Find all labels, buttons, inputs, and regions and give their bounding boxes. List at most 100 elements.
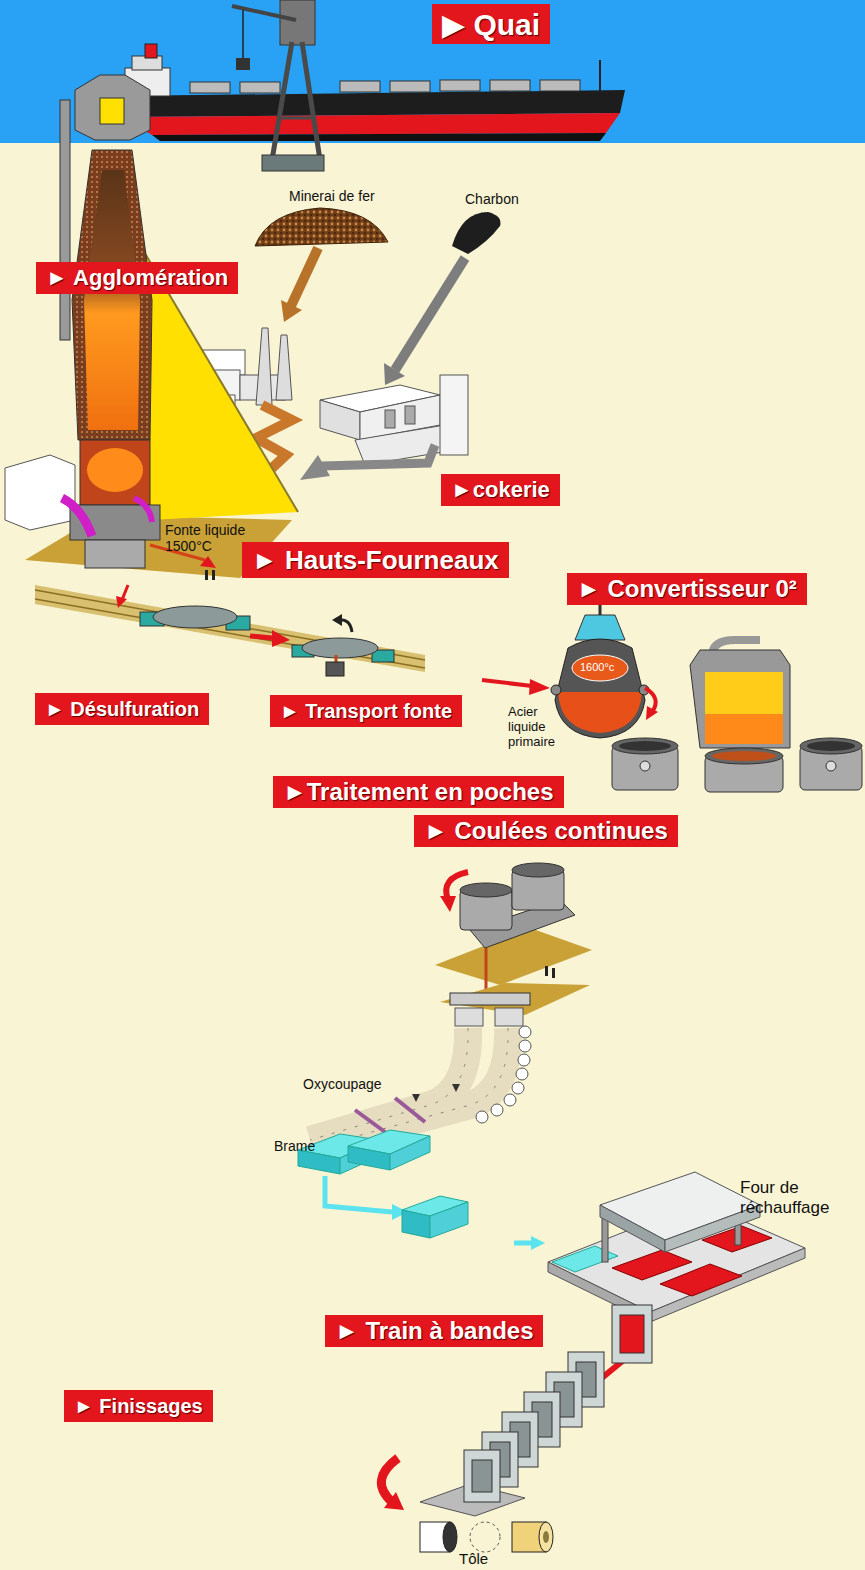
ladle-part	[619, 741, 671, 751]
continuous-caster-part	[455, 1008, 483, 1026]
continuous-caster-part	[395, 1098, 425, 1122]
continuous-caster-part	[452, 1084, 460, 1092]
blast-furnace-part	[100, 98, 124, 124]
continuous-caster-part	[512, 863, 564, 877]
slab-part	[402, 1210, 430, 1238]
rail-track-part	[35, 585, 425, 672]
stage-name: ► Agglomération	[46, 265, 228, 291]
ship-part	[190, 82, 230, 93]
part-label: Brame	[274, 1138, 315, 1154]
ship-part	[240, 82, 280, 93]
blast-furnace-part	[205, 570, 208, 580]
slab-part	[325, 1176, 392, 1212]
torpedo-car-part	[302, 638, 378, 658]
part-label: Oxycoupage	[303, 1076, 382, 1092]
torpedo-car-part	[116, 596, 127, 608]
sinter-plant-part	[276, 335, 292, 400]
blast-furnace-part	[80, 440, 150, 505]
stage-label: ►Traitement en poches	[273, 776, 564, 808]
crane-part	[232, 6, 296, 20]
ore-pile	[255, 208, 388, 246]
stage-name: ►Traitement en poches	[283, 778, 554, 806]
continuous-caster-part	[545, 966, 548, 976]
blast-furnace-part	[75, 75, 150, 140]
hot-metal-arrow-part	[529, 679, 550, 695]
slab-part	[390, 1136, 430, 1170]
ship-part	[340, 81, 380, 92]
coke-oven-part	[385, 410, 395, 428]
continuous-caster-part	[504, 1094, 516, 1106]
torpedo-car	[116, 585, 394, 676]
ship-part	[390, 81, 430, 92]
blast-furnace-part	[87, 448, 143, 492]
part-label: Minerai de fer	[289, 188, 375, 204]
rolling-mill-part	[384, 1492, 404, 1510]
continuous-caster-part	[552, 968, 555, 978]
ladle-part	[705, 748, 783, 764]
converter-part	[551, 685, 561, 695]
stage-name: ► Train à bandes	[335, 1317, 533, 1345]
coal-arrow	[384, 258, 465, 385]
continuous-caster-part	[446, 872, 468, 900]
stage-label: ► Désulfuration	[35, 693, 209, 725]
torpedo-car-part	[153, 606, 237, 628]
rail-track-part	[35, 590, 425, 660]
converter	[551, 598, 658, 738]
stage-label: ► Coulées continues	[414, 815, 678, 847]
ladle-part	[826, 761, 836, 771]
vacuum-degasser	[690, 640, 790, 764]
stage-label: ► Transport fonte	[270, 695, 462, 727]
blast-furnace	[5, 75, 298, 580]
ladle-part	[800, 738, 862, 754]
torpedo-car-part	[272, 630, 290, 647]
ship-part	[122, 113, 620, 135]
converter-part	[555, 639, 645, 738]
stage-name: ► Désulfuration	[45, 698, 199, 721]
torpedo-car-part	[326, 662, 344, 676]
stage-name: ▶ Quai	[442, 7, 540, 42]
vacuum-degasser-part	[690, 650, 790, 748]
stage-name: ► Hauts-Fourneaux	[252, 545, 499, 576]
part-label: 1600°c	[580, 661, 614, 674]
vacuum-degasser-part	[705, 714, 783, 744]
hot-metal-arrow	[482, 679, 550, 695]
blast-furnace-part	[85, 540, 145, 568]
ore-arrow-part	[291, 248, 318, 306]
ladle-part	[612, 738, 678, 754]
stage-label: ▶ Quai	[432, 4, 550, 44]
reheating-furnace-part	[600, 1205, 665, 1252]
blast-furnace-part	[72, 150, 152, 440]
continuous-caster-part	[412, 1094, 420, 1102]
part-label: Tôle	[459, 1550, 488, 1567]
coke-oven	[320, 375, 468, 465]
ship-part	[118, 90, 625, 117]
coal-arrow-part	[395, 258, 465, 370]
reheating-furnace-part	[514, 1241, 532, 1246]
crane-part	[242, 10, 244, 58]
continuous-caster-part	[476, 1111, 488, 1123]
continuous-caster-part	[355, 1110, 385, 1132]
continuous-caster-part	[460, 883, 512, 897]
crane	[232, 0, 324, 171]
ladle-part	[640, 761, 650, 771]
stage-label: ►cokerie	[441, 474, 560, 506]
part-label: Four de réchauffage	[740, 1178, 860, 1217]
stage-name: ► Transport fonte	[280, 700, 452, 723]
rolling-mill-part	[464, 1450, 500, 1502]
ship	[118, 44, 625, 141]
slab-part	[430, 1202, 468, 1238]
converter-part	[575, 615, 625, 640]
torpedo-car-part	[335, 655, 338, 662]
continuous-caster-part	[440, 896, 456, 912]
vacuum-degasser-part	[705, 672, 783, 714]
ladle-part	[712, 751, 776, 761]
torpedo-car-part	[250, 636, 272, 638]
ore-pile-part	[255, 208, 388, 246]
ship-part	[440, 80, 480, 91]
stage-name: ► Convertisseur 0²	[577, 575, 797, 603]
ship-part	[490, 80, 530, 91]
reheating-furnace-part	[531, 1236, 545, 1250]
torpedo-car-part	[122, 585, 128, 600]
stage-label: ► Agglomération	[36, 262, 238, 294]
ship-part	[152, 133, 606, 141]
